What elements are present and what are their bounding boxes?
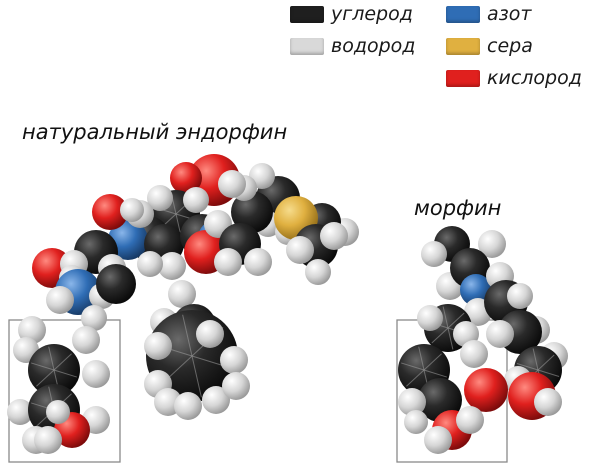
- hydrogen-atom: [404, 410, 428, 434]
- legend-label-nitrogen: азот: [487, 3, 532, 25]
- hydrogen-atom: [320, 222, 348, 250]
- nitrogen-swatch: [446, 5, 480, 23]
- hydrogen-atom: [456, 406, 484, 434]
- nitrogen-atom: [108, 220, 148, 260]
- hydrogen-atom: [460, 340, 488, 368]
- hydrogen-atom: [424, 426, 452, 454]
- legend-label-hydrogen: водород: [331, 35, 416, 57]
- hydrogen-swatch: [290, 37, 324, 55]
- hydrogen-atom: [82, 360, 110, 388]
- hydrogen-atom: [168, 280, 196, 308]
- atoms-layer: [7, 154, 568, 454]
- oxygen-swatch: [446, 69, 480, 87]
- hydrogen-atom: [202, 386, 230, 414]
- hydrogen-atom: [18, 316, 46, 344]
- hydrogen-atom: [220, 346, 248, 374]
- hydrogen-atom: [147, 185, 173, 211]
- hydrogen-atom: [214, 248, 242, 276]
- hydrogen-atom: [196, 320, 224, 348]
- hydrogen-atom: [158, 252, 186, 280]
- nitrogen-atom: [460, 274, 492, 306]
- carbon-atom: [96, 264, 136, 304]
- oxygen-atom: [170, 162, 202, 194]
- hydrogen-atom: [218, 170, 246, 198]
- endorphin-tyrosine-highlight-box: [8, 319, 121, 463]
- carbon-ring-seams: [401, 346, 447, 394]
- carbon-atom: [231, 191, 273, 233]
- hydrogen-atom: [46, 400, 70, 424]
- hydrogen-atom: [81, 305, 107, 331]
- hydrogen-atom: [72, 326, 100, 354]
- hydrogen-atom: [144, 332, 172, 360]
- hydrogen-atom: [534, 388, 562, 416]
- legend-item-carbon: углерод: [290, 4, 413, 24]
- hydrogen-atom: [46, 286, 74, 314]
- hydrogen-atom: [244, 248, 272, 276]
- legend-item-oxygen: кислород: [446, 68, 582, 88]
- endorphin-title: натуральный эндорфин: [22, 120, 288, 144]
- hydrogen-atom: [286, 236, 314, 264]
- carbon-swatch: [290, 5, 324, 23]
- hydrogen-atom: [417, 305, 443, 331]
- hydrogen-atom: [305, 259, 331, 285]
- morphine-title: морфин: [414, 196, 502, 220]
- hydrogen-atom: [222, 372, 250, 400]
- hydrogen-atom: [120, 198, 144, 222]
- hydrogen-atom: [507, 283, 533, 309]
- legend-item-nitrogen: азот: [446, 4, 531, 24]
- oxygen-atom: [92, 194, 128, 230]
- hydrogen-atom: [183, 187, 209, 213]
- legend-item-sulfur: сера: [446, 36, 533, 56]
- hydrogen-atom: [398, 388, 426, 416]
- sulfur-swatch: [446, 37, 480, 55]
- legend-label-carbon: углерод: [331, 3, 413, 25]
- hydrogen-atom: [486, 320, 514, 348]
- hydrogen-atom: [34, 426, 62, 454]
- legend-label-oxygen: кислород: [487, 67, 582, 89]
- hydrogen-atom: [421, 241, 447, 267]
- oxygen-atom: [464, 368, 508, 412]
- hydrogen-atom: [174, 392, 202, 420]
- carbon-ring-seams: [31, 346, 77, 394]
- hydrogen-atom: [478, 230, 506, 258]
- hydrogen-atom: [7, 399, 33, 425]
- legend-item-hydrogen: водород: [290, 36, 415, 56]
- hydrogen-atom: [137, 251, 163, 277]
- legend-label-sulfur: сера: [487, 35, 533, 57]
